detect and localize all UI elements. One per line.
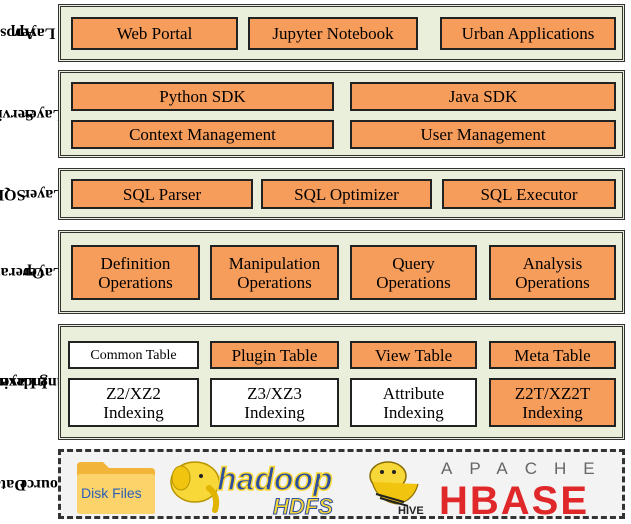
hadoop-hdfs-logo: hadoop HDFS	[170, 460, 334, 518]
apps-layer: Web Portal Jupyter Notebook Urban Applic…	[58, 4, 625, 62]
apache-text: APACHE	[441, 459, 612, 478]
java-sdk-box: Java SDK	[350, 82, 616, 111]
hive-text: HIVE	[398, 505, 424, 517]
python-sdk-box: Python SDK	[71, 82, 334, 111]
view-table-box: View Table	[350, 341, 477, 369]
hadoop-text: hadoop	[217, 461, 333, 497]
context-management-box: Context Management	[71, 120, 334, 149]
jupyter-notebook-box: Jupyter Notebook	[248, 17, 418, 50]
common-table-box: Common Table	[68, 341, 199, 369]
indexing-storing-layer: Common Table Plugin Table View Table Met…	[58, 324, 625, 440]
meta-table-box: Meta Table	[489, 341, 616, 369]
user-management-box: User Management	[350, 120, 616, 149]
sql-parser-box: SQL Parser	[71, 179, 253, 209]
disk-files-folder-icon: Disk Files	[75, 458, 157, 516]
hadoop-elephant-icon	[170, 461, 220, 513]
sql-layer-label: SQLLayer	[0, 185, 64, 203]
disk-files-label: Disk Files	[81, 485, 142, 501]
indexing-storing-layer-label: Indexing &Storing Layer	[0, 373, 91, 391]
sql-optimizer-box: SQL Optimizer	[261, 179, 432, 209]
hive-logo: HIVE	[369, 461, 424, 517]
apache-hbase-logo: APACHE HBASE	[439, 459, 612, 518]
web-portal-box: Web Portal	[71, 17, 238, 50]
data-source-layer-label: DataSource	[0, 475, 67, 493]
hdfs-text: HDFS	[273, 494, 333, 518]
data-source-layer: Disk Files hadoop HDFS HIVE APACHE HBASE	[58, 449, 625, 519]
plugin-table-box: Plugin Table	[210, 341, 339, 369]
urban-applications-box: Urban Applications	[440, 17, 616, 50]
sql-executor-box: SQL Executor	[442, 179, 616, 209]
service-layer: Python SDK Java SDK Context Management U…	[58, 70, 625, 158]
service-layer-label: ServiceLayer	[0, 105, 64, 123]
hbase-text: HBASE	[439, 479, 589, 518]
operation-layer-label: OperationLayer	[0, 263, 64, 281]
sql-layer: SQL Parser SQL Optimizer SQL Executor	[58, 168, 625, 220]
